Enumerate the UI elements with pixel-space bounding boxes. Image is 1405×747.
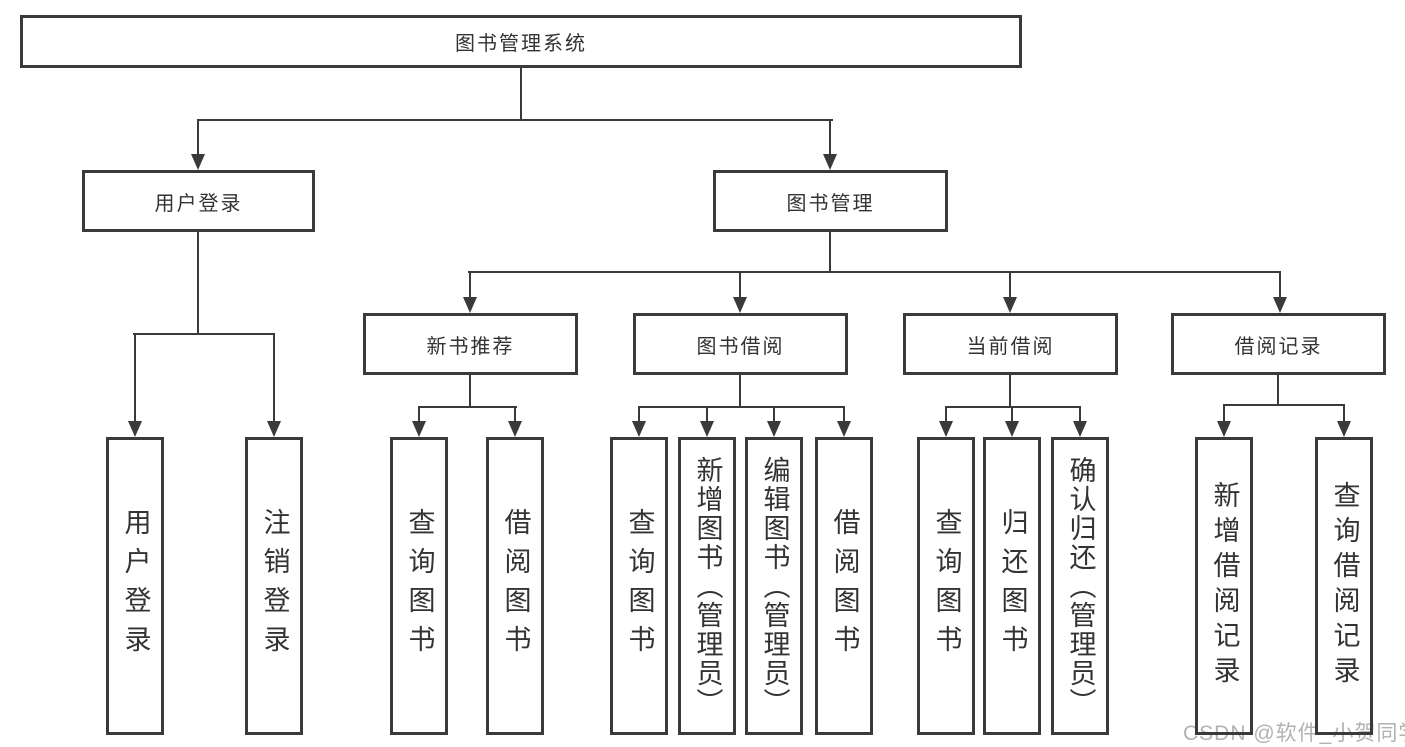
connector-line (1009, 375, 1011, 408)
leaf-label: 编辑图书（管理员） (759, 455, 790, 717)
arrowhead-icon (128, 421, 142, 437)
leaf-label: 确认归还（管理员） (1065, 455, 1096, 717)
arrowhead-icon (939, 421, 953, 437)
arrowhead-icon (1273, 297, 1287, 313)
node-book-borrow: 图书借阅 (633, 313, 848, 375)
leaf-return-books: 归还图书 (983, 437, 1041, 735)
arrowhead-icon (1073, 421, 1087, 437)
connector-line (418, 406, 420, 422)
connector-line (197, 119, 833, 121)
leaf-add-borrow-record: 新增借阅记录 (1195, 437, 1253, 735)
leaf-query-borrow-record: 查询借阅记录 (1315, 437, 1373, 735)
connector-line (197, 232, 199, 334)
leaf-label: 查询图书 (624, 508, 655, 664)
connector-line (514, 406, 516, 422)
arrowhead-icon (767, 421, 781, 437)
node-root-system: 图书管理系统 (20, 15, 1022, 68)
connector-line (1011, 406, 1013, 422)
arrowhead-icon (463, 297, 477, 313)
leaf-label: 借阅图书 (500, 508, 531, 664)
node-borrow-records: 借阅记录 (1171, 313, 1386, 375)
connector-line (829, 232, 831, 273)
connector-line (638, 406, 845, 408)
connector-line (1079, 406, 1081, 422)
connector-line (773, 406, 775, 422)
leaf-label: 新增图书（管理员） (692, 455, 723, 717)
connector-line (469, 271, 471, 298)
connector-line (197, 119, 199, 156)
connector-line (469, 375, 471, 408)
arrowhead-icon (267, 421, 281, 437)
connector-line (1223, 404, 1345, 406)
node-user-login: 用户登录 (82, 170, 315, 232)
arrowhead-icon (1337, 421, 1351, 437)
arrowhead-icon (1217, 421, 1231, 437)
connector-line (468, 271, 1281, 273)
connector-line (134, 333, 136, 422)
arrowhead-icon (508, 421, 522, 437)
leaf-label: 查询图书 (404, 508, 435, 664)
leaf-confirm-return-admin: 确认归还（管理员） (1051, 437, 1109, 735)
arrowhead-icon (823, 154, 837, 170)
leaf-add-books-admin: 新增图书（管理员） (678, 437, 736, 735)
node-label: 新书推荐 (426, 335, 515, 358)
leaf-logout: 注销登录 (245, 437, 303, 735)
leaf-label: 归还图书 (997, 508, 1028, 664)
arrowhead-icon (733, 297, 747, 313)
arrowhead-icon (1005, 421, 1019, 437)
connector-line (829, 119, 831, 156)
connector-line (1343, 404, 1345, 422)
connector-line (945, 406, 1081, 408)
connector-line (1009, 271, 1011, 298)
arrowhead-icon (191, 154, 205, 170)
leaf-label: 新增借阅记录 (1209, 481, 1240, 691)
leaf-label: 注销登录 (259, 508, 290, 664)
connector-line (1223, 404, 1225, 422)
arrowhead-icon (700, 421, 714, 437)
connector-line (520, 68, 522, 121)
node-label: 图书管理系统 (455, 33, 587, 55)
node-current-borrow: 当前借阅 (903, 313, 1118, 375)
leaf-borrow-books: 借阅图书 (486, 437, 544, 735)
arrowhead-icon (1003, 297, 1017, 313)
node-book-mgmt: 图书管理 (713, 170, 948, 232)
connector-line (945, 406, 947, 422)
leaf-query-books: 查询图书 (917, 437, 975, 735)
connector-line (273, 333, 275, 422)
leaf-borrow-books: 借阅图书 (815, 437, 873, 735)
connector-line (1277, 375, 1279, 406)
arrowhead-icon (412, 421, 426, 437)
connector-line (843, 406, 845, 422)
arrowhead-icon (837, 421, 851, 437)
arrowhead-icon (632, 421, 646, 437)
connector-line (706, 406, 708, 422)
connector-line (418, 406, 517, 408)
leaf-edit-books-admin: 编辑图书（管理员） (745, 437, 803, 735)
leaf-label: 查询借阅记录 (1329, 481, 1360, 691)
leaf-query-books: 查询图书 (390, 437, 448, 735)
connector-line (133, 333, 275, 335)
leaf-user-login: 用户登录 (106, 437, 164, 735)
connector-line (739, 271, 741, 298)
node-label: 图书管理 (786, 192, 875, 215)
node-label: 用户登录 (154, 192, 243, 215)
leaf-label: 用户登录 (120, 508, 151, 664)
node-new-book-recommend: 新书推荐 (363, 313, 578, 375)
connector-line (638, 406, 640, 422)
connector-line (1279, 271, 1281, 298)
leaf-label: 查询图书 (931, 508, 962, 664)
node-label: 借阅记录 (1234, 335, 1323, 358)
csdn-watermark: CSDN @软件_小贺同学 (1183, 722, 1405, 745)
leaf-label: 借阅图书 (829, 508, 860, 664)
leaf-query-books: 查询图书 (610, 437, 668, 735)
connector-line (739, 375, 741, 408)
node-label: 图书借阅 (696, 335, 785, 358)
node-label: 当前借阅 (966, 335, 1055, 358)
